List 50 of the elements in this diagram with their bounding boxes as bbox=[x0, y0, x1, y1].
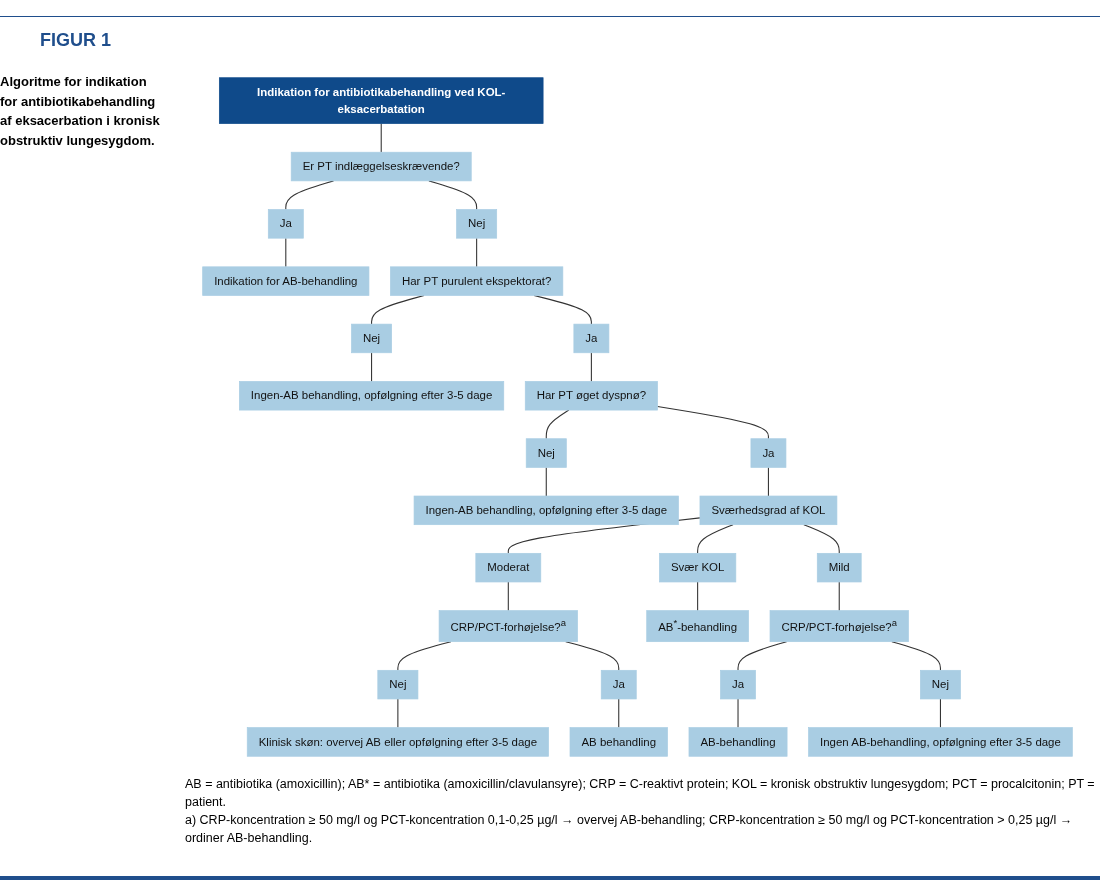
node-box: Nej bbox=[920, 669, 961, 700]
connector bbox=[838, 581, 840, 612]
connector bbox=[371, 352, 373, 382]
node-box: CRP/PCT-forhøjelse?$^{a}$ bbox=[769, 610, 909, 643]
connector bbox=[891, 641, 941, 671]
node-box: Ja bbox=[600, 669, 637, 700]
connector bbox=[397, 698, 399, 729]
node-box: AB-behandling bbox=[688, 727, 788, 757]
footnote: AB = antibiotika (amoxicillin); AB* = antibiotika (amoxicillin/clavulansyre); CRP = C-reaktivt protein; KOL = kronisk obstruktiv lungesygdom; PCT = procalcitonin; PT = patient. bbox=[185, 776, 1095, 812]
connector bbox=[380, 123, 382, 153]
node-box: Nej bbox=[377, 669, 419, 700]
node-box: Ja bbox=[720, 669, 756, 700]
node-box: Indikation for AB-behandling bbox=[202, 266, 370, 296]
node-box: Svær KOL bbox=[659, 552, 737, 583]
node-box: Ingen-AB behandling, opfølgning efter 3-5 dage bbox=[239, 381, 505, 411]
connector bbox=[476, 237, 478, 268]
node-box: Moderat bbox=[475, 552, 542, 583]
figure-title: FIGUR 1 bbox=[40, 30, 111, 51]
connector bbox=[285, 237, 287, 268]
connector bbox=[939, 698, 941, 729]
connector bbox=[507, 581, 509, 612]
connector bbox=[803, 524, 840, 554]
connector bbox=[697, 581, 699, 612]
node-box: CRP/PCT-forhøjelse?$^{a}$ bbox=[438, 610, 578, 643]
node-box: Mild bbox=[816, 552, 862, 583]
node-box: Har PT purulent ekspektorat? bbox=[390, 266, 564, 296]
footnote: a) CRP-koncentration ≥ 50 mg/l og PCT-koncentration 0,1-0,25 µg/l → overvej AB-behandling; CRP-koncentration ≥ 50 mg/l og PCT-koncentration > 0,25 µg/l → ordiner AB-behandling. bbox=[185, 812, 1074, 848]
node-box: AB$^{*}$-behandling bbox=[646, 610, 749, 643]
figure-caption: Algoritme for indikation for antibiotikabehandling af eksacerbation i kronisk obstruktiv lungesygdom. bbox=[0, 73, 160, 150]
node-box: Ingen-AB behandling, opfølgning efter 3-5 dage bbox=[413, 495, 679, 526]
node-box: Nej bbox=[351, 323, 392, 354]
connector bbox=[545, 466, 547, 497]
connector bbox=[618, 698, 620, 729]
node-box: Sværhedsgrad af KOL bbox=[699, 495, 838, 526]
connector bbox=[697, 524, 734, 554]
node-box: Indikation for antibiotikabehandling ved KOL-eksacerbatation bbox=[219, 77, 544, 124]
node-box: Ingen AB-behandling, opfølgning efter 3-5 dage bbox=[808, 727, 1073, 757]
connector bbox=[767, 466, 769, 497]
node-box: AB behandling bbox=[569, 727, 668, 757]
node-box: Ja bbox=[267, 209, 304, 239]
node-box: Ja bbox=[750, 438, 787, 468]
node-box: Nej bbox=[525, 438, 567, 468]
connector bbox=[657, 405, 769, 440]
connector bbox=[545, 409, 570, 440]
connector bbox=[590, 352, 592, 382]
node-box: Er PT indlæggelseskrævende? bbox=[290, 151, 472, 182]
node-box: Klinisk skøn: overvej AB eller opfølgning efter 3-5 dage bbox=[246, 727, 549, 757]
node-box: Ja bbox=[573, 323, 610, 354]
node-box: Nej bbox=[456, 209, 498, 239]
node-box: Har PT øget dyspnø? bbox=[524, 381, 658, 411]
